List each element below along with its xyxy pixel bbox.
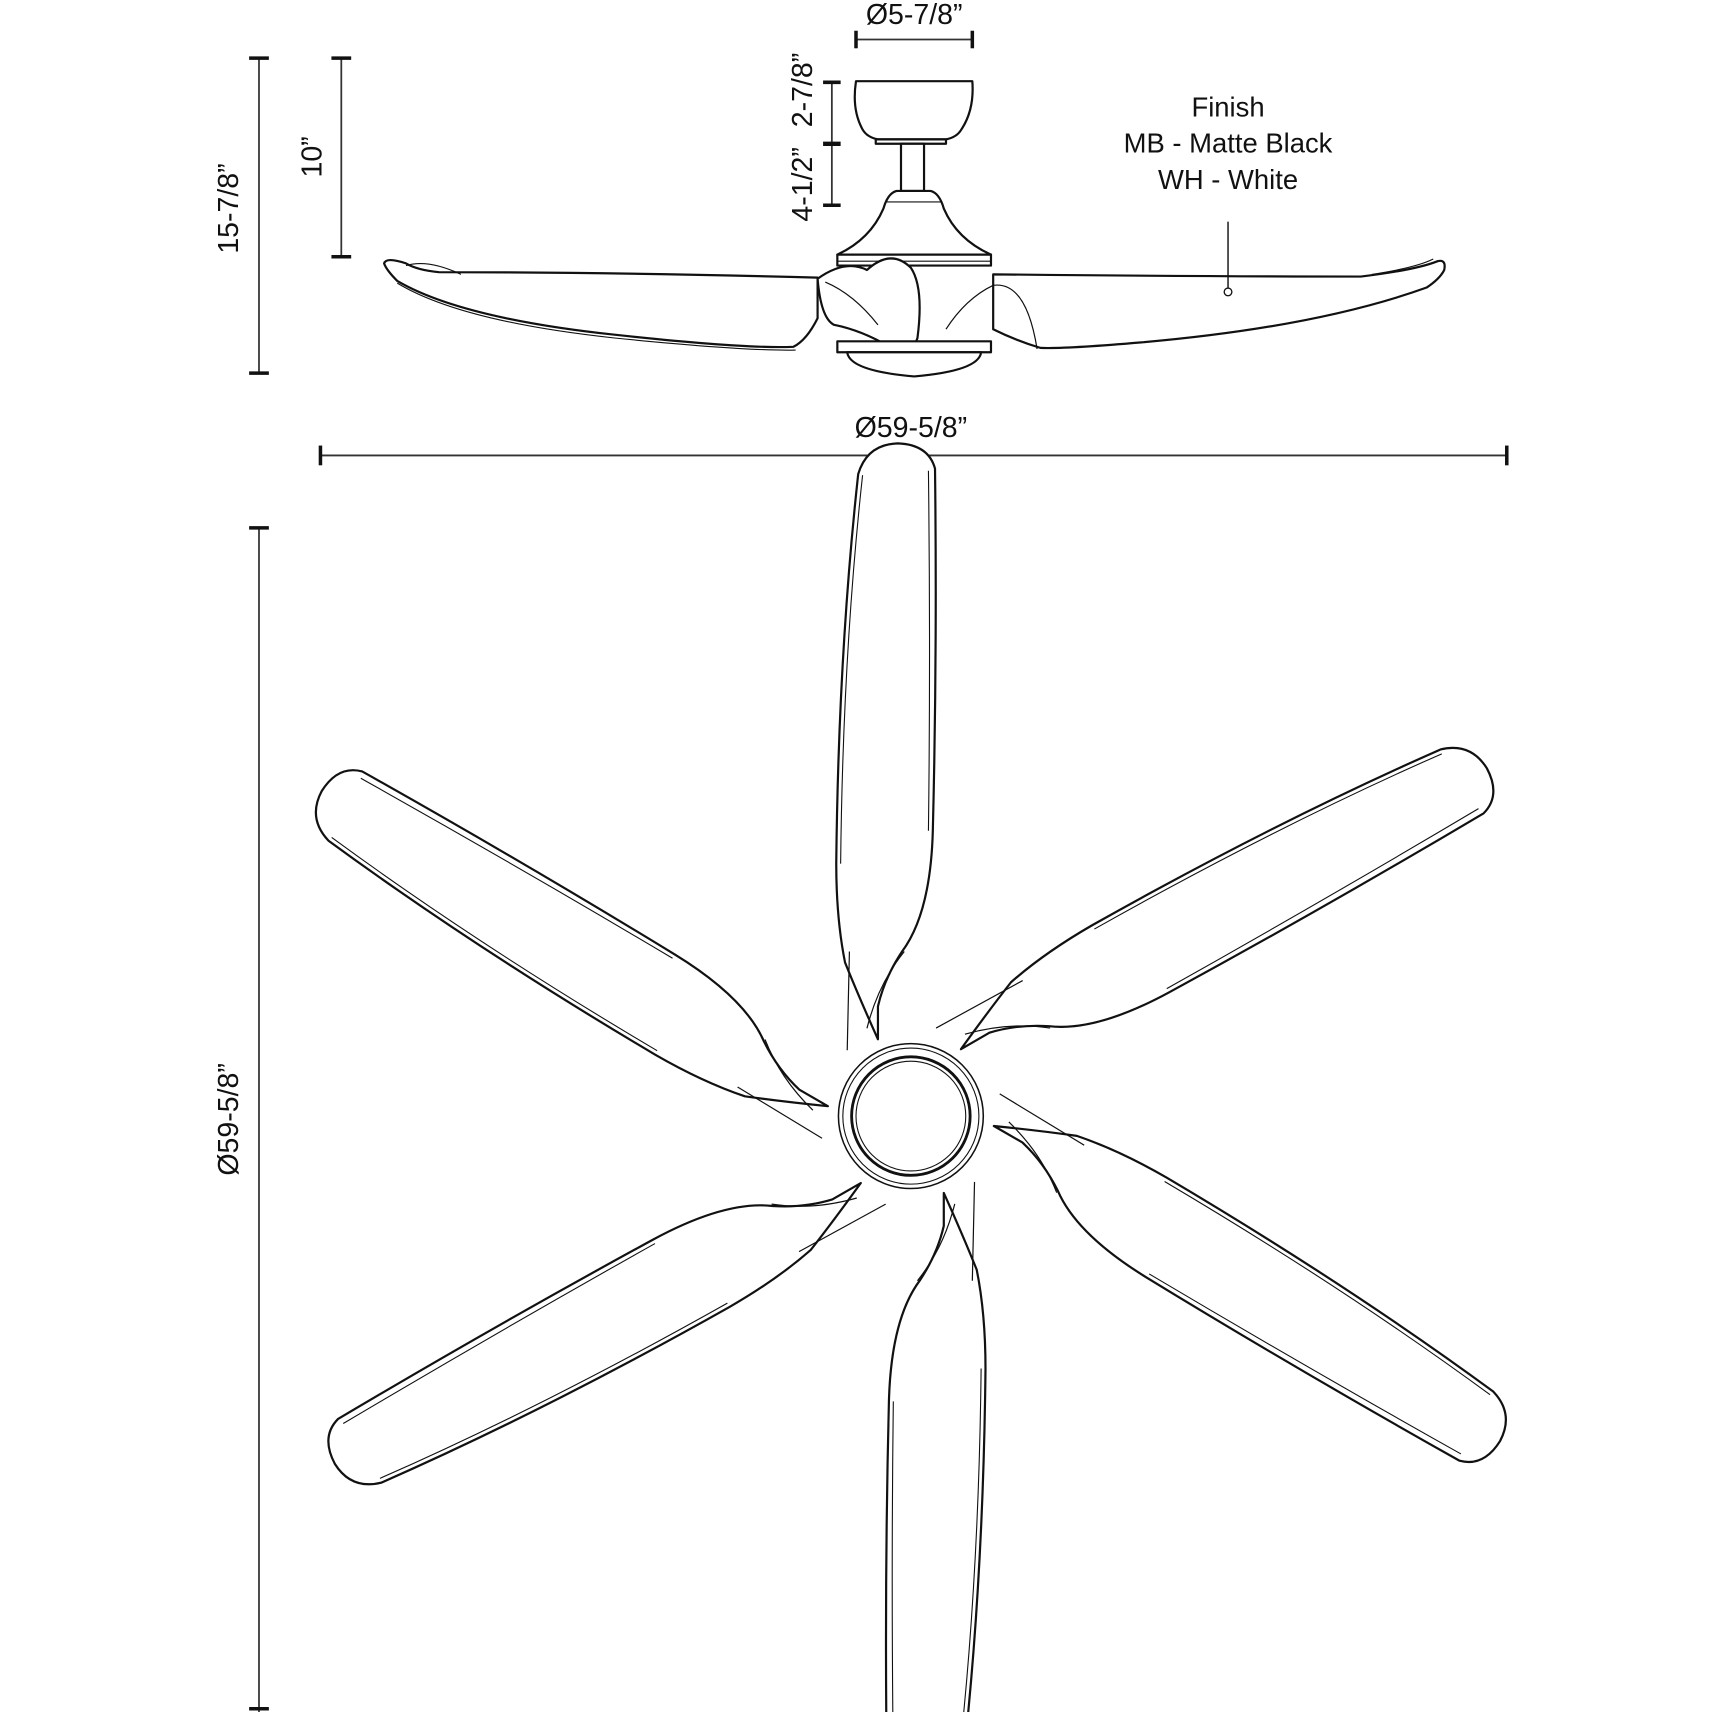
canopy	[853, 80, 974, 141]
leader-dot	[1223, 287, 1233, 297]
body-height-label: 10”	[297, 136, 329, 177]
downrod-length-label: 4-1/2”	[787, 147, 819, 221]
downrod	[899, 142, 926, 193]
side-view: 15-7/8” 10” Ø5-7/8” 2-7/8” 4-1/2”	[213, 0, 1509, 466]
canopy-downrod-dimension: 2-7/8” 4-1/2”	[787, 53, 841, 222]
top-span-label: Ø59-5/8”	[213, 1063, 245, 1176]
side-span-label: Ø59-5/8”	[855, 412, 968, 444]
blade-2	[929, 714, 1508, 1106]
top-view: Ø59-5/8”	[213, 442, 1532, 1712]
canopy-height-label: 2-7/8”	[787, 53, 819, 127]
top-span-dimension: Ø59-5/8”	[213, 526, 269, 1712]
hub-light	[850, 1055, 972, 1177]
canopy-diameter-label: Ø5-7/8”	[866, 0, 963, 31]
motor-housing	[836, 189, 993, 256]
blade-4	[884, 1180, 987, 1712]
side-blade-center	[816, 257, 921, 356]
canopy-diameter-dimension: Ø5-7/8”	[854, 0, 975, 49]
side-blade-left	[383, 258, 819, 349]
finish-option-wh: WH - White	[1158, 164, 1298, 195]
finish-option-mb: MB - Matte Black	[1124, 128, 1333, 159]
overall-height-dimension: 15-7/8”	[213, 56, 269, 375]
side-blade-right	[992, 259, 1446, 350]
body-height-dimension: 10”	[297, 56, 352, 259]
fan-blades	[289, 442, 1532, 1712]
light-kit	[846, 351, 983, 378]
blade-6	[289, 757, 868, 1149]
blade-1	[835, 442, 937, 1052]
finish-callout: Finish MB - Matte Black WH - White	[1124, 91, 1333, 297]
finish-heading: Finish	[1191, 91, 1264, 122]
overall-height-label: 15-7/8”	[213, 163, 245, 253]
blade-3	[954, 1083, 1532, 1476]
blade-5	[314, 1126, 893, 1519]
